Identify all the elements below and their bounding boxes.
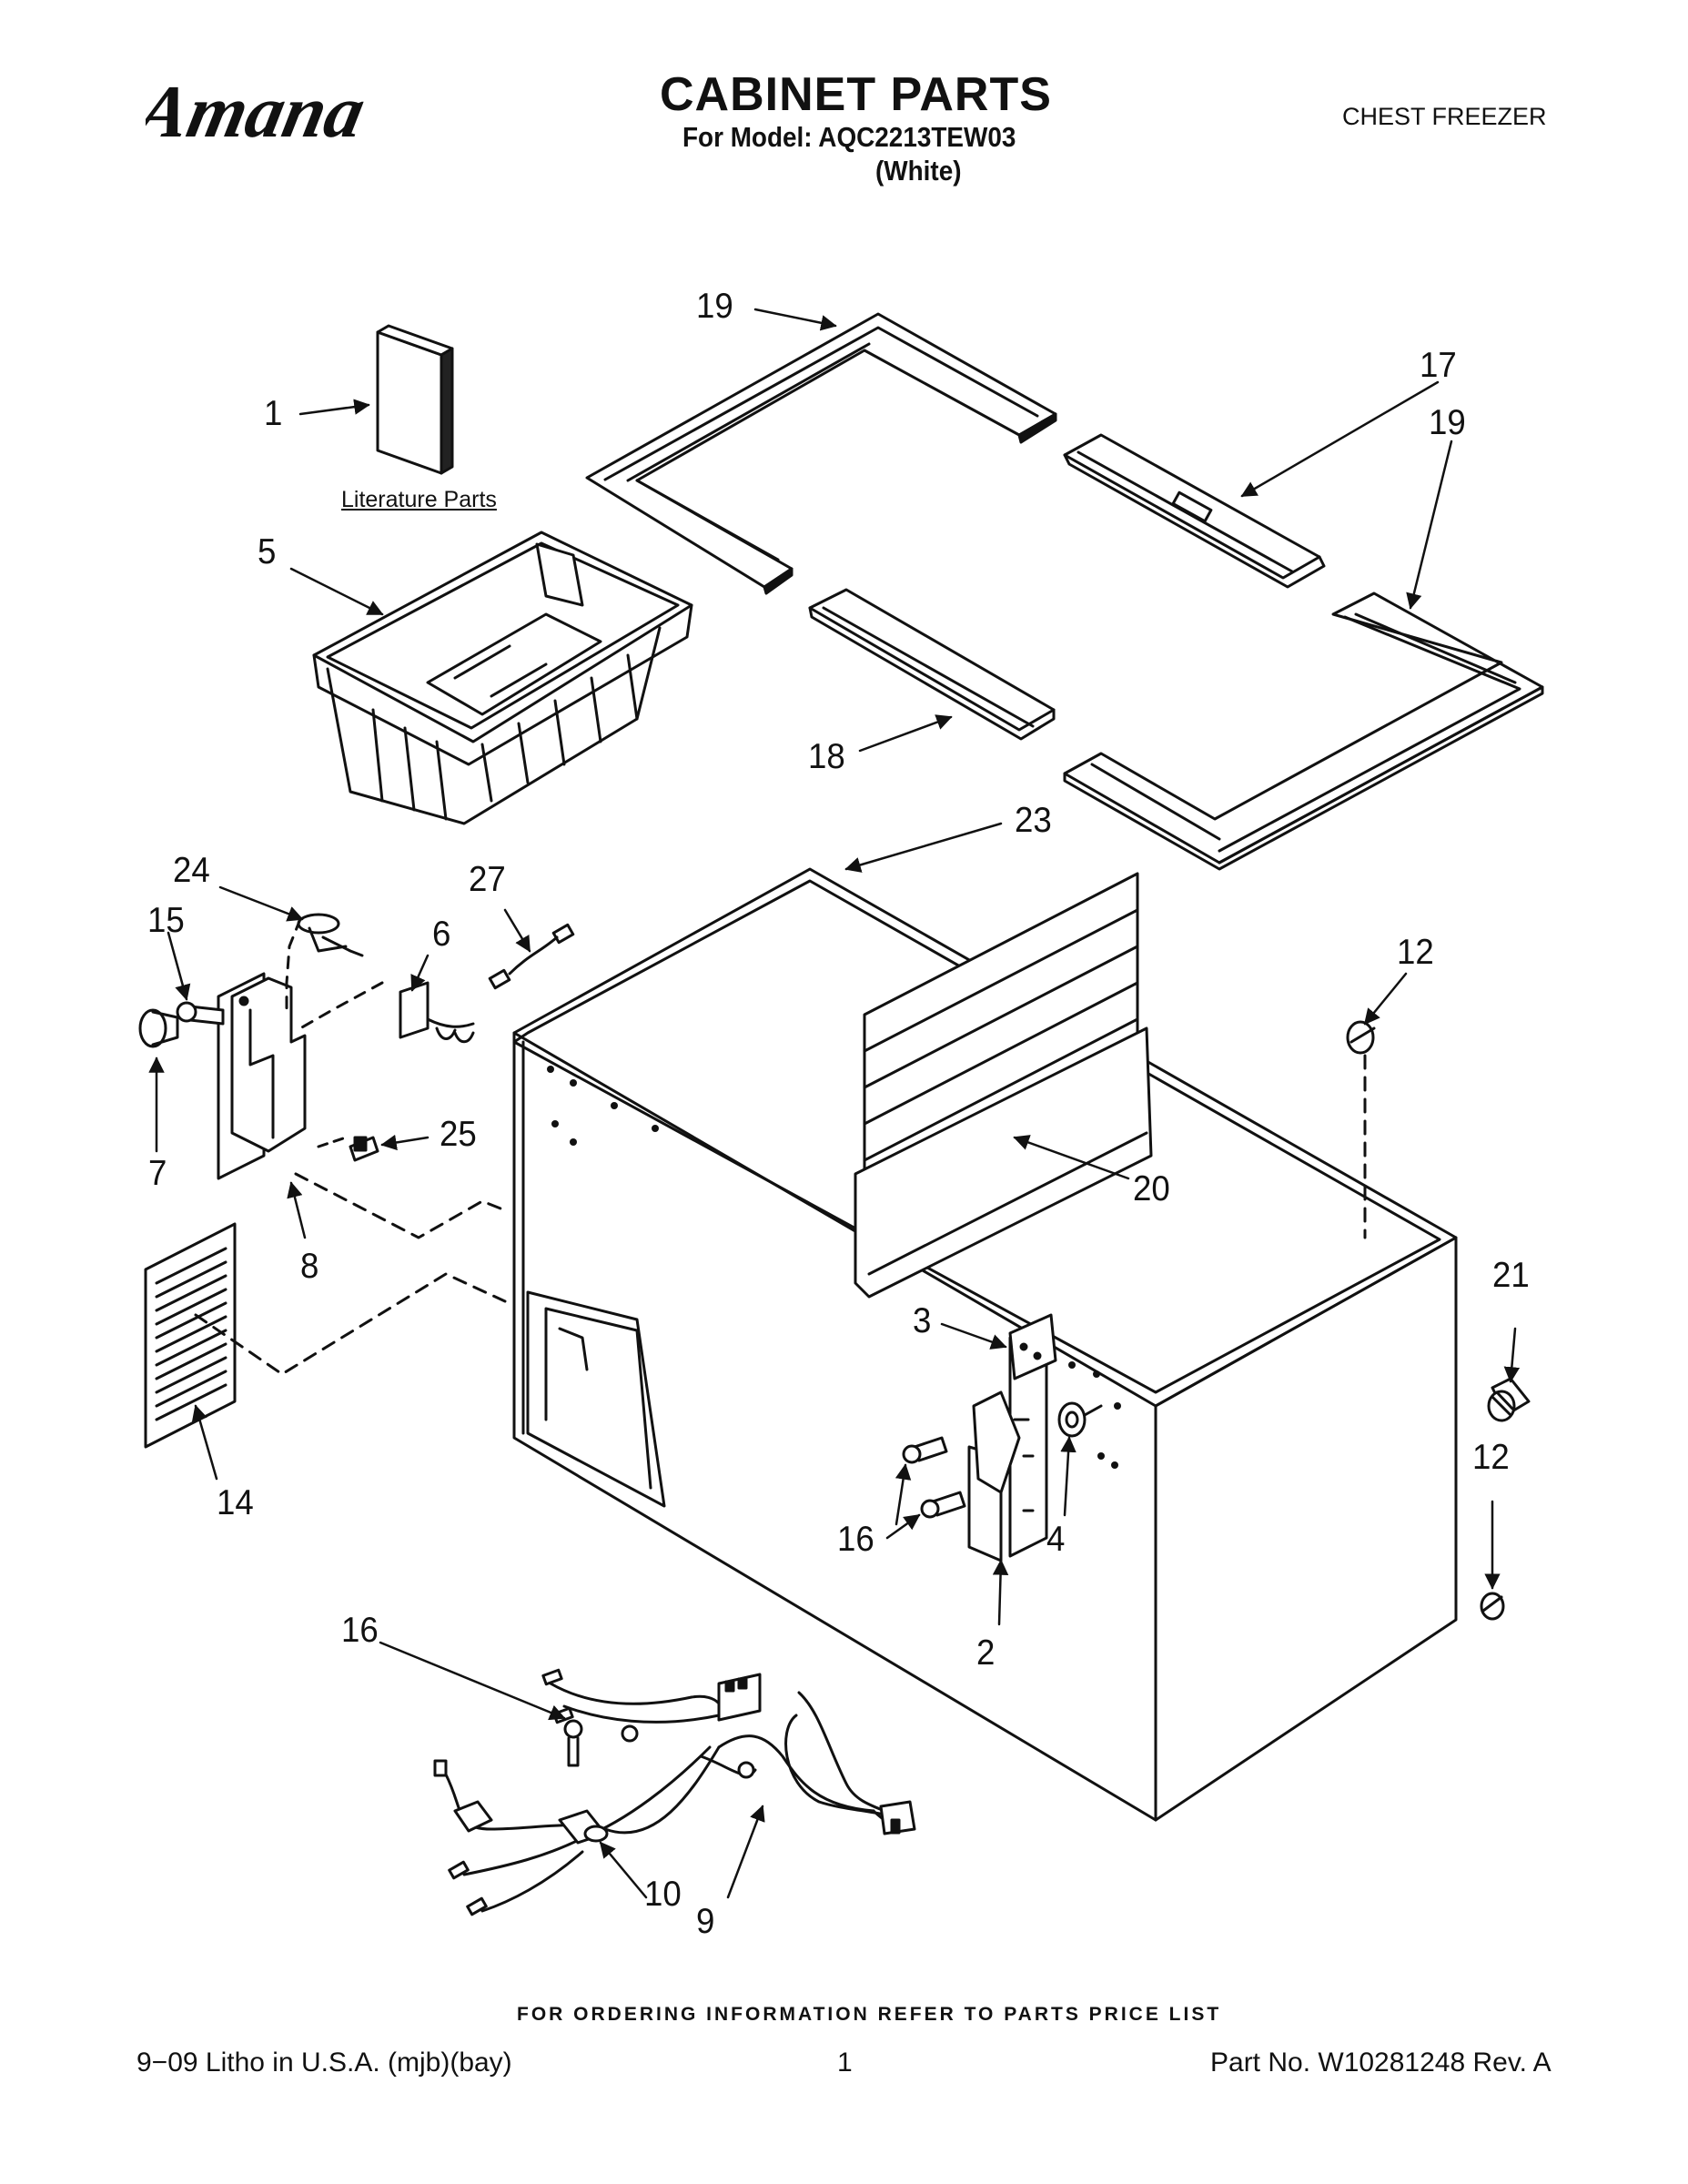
callout-10: 10 (644, 1875, 682, 1914)
drain-plug (1487, 1377, 1531, 1422)
callout-24: 24 (173, 851, 210, 890)
callout-21: 21 (1492, 1256, 1530, 1295)
callout-19-left: 19 (696, 287, 733, 326)
callout-6: 6 (432, 915, 451, 954)
callout-5: 5 (258, 532, 277, 571)
hinge-bushing (1057, 1401, 1103, 1438)
callout-12-bottom: 12 (1472, 1438, 1510, 1477)
literature-booklet (376, 324, 454, 475)
ordering-info-note: FOR ORDERING INFORMATION REFER TO PARTS … (517, 2004, 1222, 2025)
rear-grille (144, 1222, 237, 1449)
center-lid-rail (1063, 433, 1326, 589)
callout-25: 25 (440, 1115, 477, 1154)
page-number: 1 (837, 2048, 853, 2078)
callout-15: 15 (147, 901, 185, 940)
literature-parts-label: Literature Parts (341, 487, 497, 512)
callout-9: 9 (696, 1902, 715, 1941)
callout-4: 4 (1046, 1520, 1066, 1559)
light-switch (349, 1136, 379, 1162)
control-wire-path (294, 1172, 507, 1239)
callout-17: 17 (1420, 346, 1457, 385)
hinge-screws (902, 1436, 966, 1519)
brand-wordmark: Amana (146, 70, 372, 152)
signal-light (297, 913, 364, 957)
callout-1: 1 (264, 394, 283, 433)
ground-screw (563, 1719, 583, 1767)
harness-clamp (558, 1809, 609, 1845)
callout-18: 18 (808, 737, 845, 776)
callout-8: 8 (300, 1247, 319, 1286)
amana-logo: Amana (146, 70, 372, 152)
callout-12-top: 12 (1397, 933, 1434, 972)
thermostat (399, 981, 475, 1044)
plug-button-top (1346, 1020, 1376, 1055)
model-number: For Model: AQC2213TEW03 (682, 121, 1016, 153)
callout-16-harness: 16 (341, 1611, 379, 1650)
callout-20: 20 (1133, 1169, 1170, 1208)
plug-button-bottom (1480, 1592, 1505, 1621)
grille-guide-line (194, 1272, 507, 1376)
product-type: CHEST FREEZER (1342, 103, 1547, 130)
cabinet-divider (854, 872, 1153, 1299)
callout-19-right: 19 (1429, 403, 1466, 442)
lid-gasket-frame-left (585, 312, 1057, 595)
control-box (217, 972, 307, 1180)
callout-27: 27 (469, 860, 506, 899)
thermostat-knob (138, 1008, 179, 1048)
litho-info: 9−09 Litho in U.S.A. (mjb)(bay) (136, 2048, 512, 2078)
mounting-screw (176, 1001, 225, 1026)
page-title: CABINET PARTS (660, 68, 1052, 121)
switch-wire-path (317, 1136, 348, 1148)
freezer-basket (312, 531, 693, 825)
lid-hinge (967, 1313, 1057, 1562)
callout-3: 3 (913, 1301, 932, 1340)
callout-7: 7 (148, 1154, 167, 1193)
lid-gasket-frame-right (1063, 592, 1544, 871)
callout-2: 2 (976, 1633, 996, 1673)
callout-23: 23 (1015, 801, 1052, 840)
callout-leader-lines (148, 308, 1521, 1899)
thermostat-wire-path (298, 981, 384, 1030)
light-wire-path (285, 917, 302, 1012)
model-color: (White) (875, 155, 962, 187)
callout-14: 14 (217, 1483, 254, 1522)
callout-16-hinge: 16 (837, 1520, 874, 1559)
jumper-wire (488, 923, 575, 990)
part-number: Part No. W10281248 Rev. A (1210, 2048, 1552, 2078)
divider-rail (808, 588, 1056, 741)
